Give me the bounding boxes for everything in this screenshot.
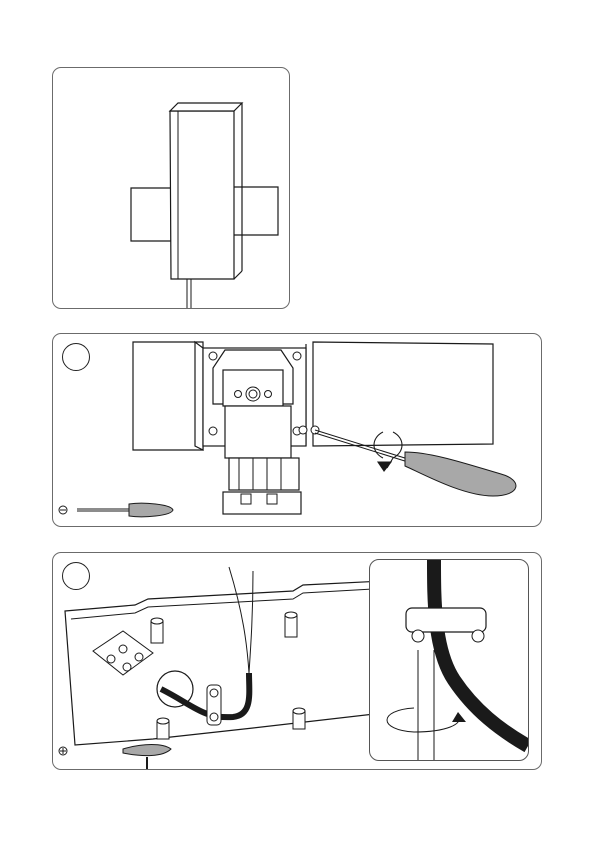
tool-reference bbox=[59, 503, 173, 517]
clockwise-arrow-icon bbox=[387, 708, 459, 732]
open-housing-panel bbox=[52, 333, 542, 527]
clamp-detail-inset bbox=[369, 559, 529, 761]
wall-light-drawing bbox=[53, 68, 289, 308]
overview-panel bbox=[52, 67, 290, 309]
clamp-detail-drawing bbox=[370, 560, 528, 760]
open-housing-drawing bbox=[53, 334, 541, 526]
ground-icon bbox=[59, 747, 67, 755]
cable-clamp bbox=[207, 685, 221, 725]
wiring-panel bbox=[52, 552, 542, 770]
